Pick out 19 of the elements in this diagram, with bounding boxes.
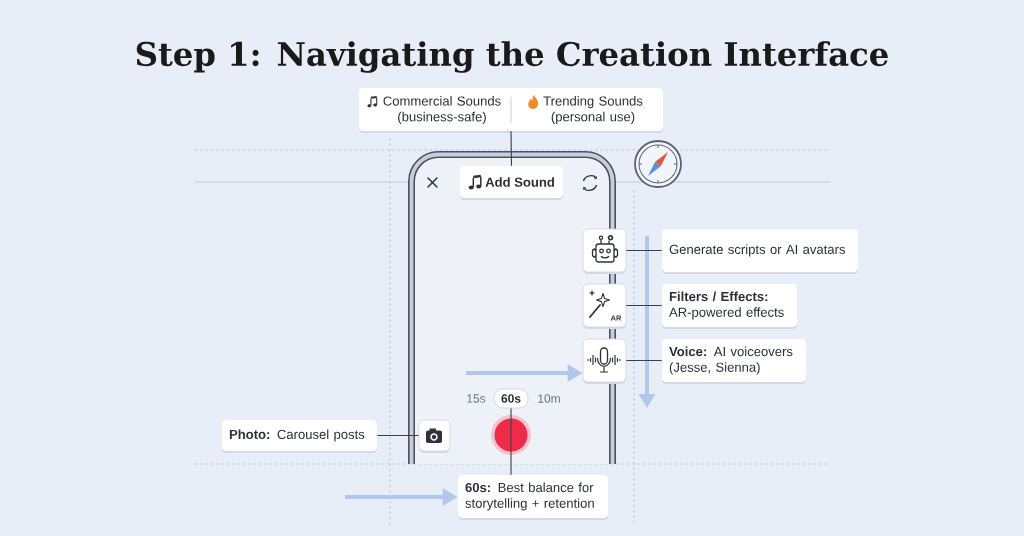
callout-box: Filters / Effects: AR-powered effects [662, 284, 797, 329]
add-sound-button: Add Sound [460, 166, 563, 200]
duration-pill: 60s [493, 388, 529, 409]
connector-line [625, 304, 663, 307]
connector-line [510, 407, 512, 476]
duration-option: 15s [467, 394, 486, 403]
connector-line [625, 249, 663, 252]
connector-line [510, 130, 513, 167]
duration-option: 10m [538, 394, 560, 403]
connector-line [376, 434, 420, 437]
callout-box: Voice: AI voiceovers (Jesse, Sienna) [662, 339, 806, 384]
title: Step 1: Navigating the Creation Interface [136, 41, 888, 73]
icon-button [582, 338, 627, 384]
connector-line [625, 359, 663, 362]
callout-box: Generate scripts or AI avatars [662, 229, 858, 274]
callout-box: Photo: Carousel posts [222, 420, 377, 453]
callout-box: Trending Sounds (personal use) [507, 88, 663, 133]
callout-box: Commercial Sounds (business-safe) [359, 88, 515, 133]
callout-box: 60s: Best balance for storytelling + retention [458, 475, 608, 520]
